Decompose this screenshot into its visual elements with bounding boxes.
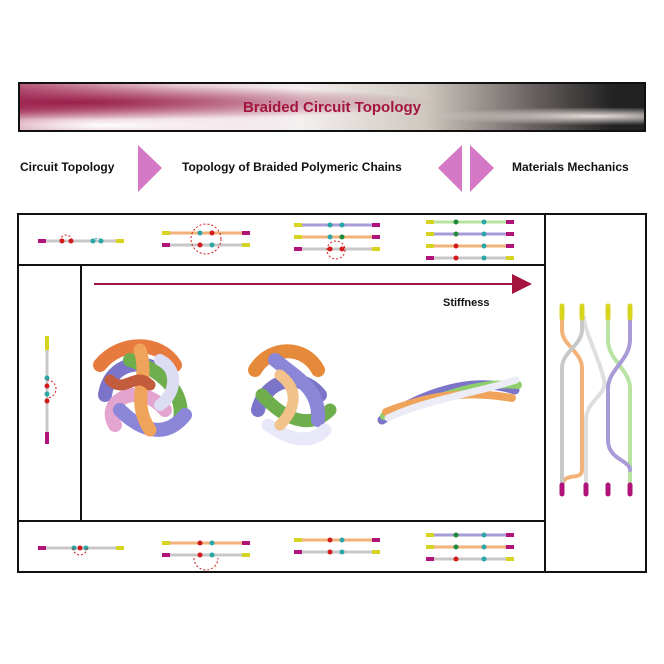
braid-diagram — [559, 303, 633, 497]
right-triangle-icon — [138, 145, 162, 192]
circuit-diagram-series — [38, 234, 124, 244]
bottom-circuit-series — [38, 545, 124, 556]
materials-mechanics-label: Materials Mechanics — [512, 160, 629, 174]
extended-polymer-braid — [377, 376, 522, 425]
right-triangle-icon-2 — [470, 145, 494, 192]
circuit-diagram-four-chains — [426, 219, 514, 261]
vertical-circuit-diagram — [44, 336, 57, 444]
circuit-diagram-three-chains — [294, 222, 380, 260]
intermediate-polymer-bundle — [248, 344, 337, 446]
braided-chains-label: Topology of Braided Polymeric Chains — [182, 160, 402, 174]
title-banner: Braided Circuit Topology — [18, 82, 646, 132]
compact-polymer-tangle — [93, 339, 192, 437]
bottom-circuit-three-chains — [294, 537, 380, 555]
stiffness-label: Stiffness — [443, 297, 489, 309]
left-triangle-icon — [438, 145, 462, 192]
outer-frame — [17, 213, 647, 573]
bottom-circuit-four-chains — [426, 532, 514, 562]
circuit-diagram-two-chains — [162, 223, 250, 255]
banner-title: Braided Circuit Topology — [242, 98, 422, 116]
bottom-circuit-two-chains — [162, 540, 250, 571]
circuit-topology-label: Circuit Topology — [20, 160, 115, 174]
